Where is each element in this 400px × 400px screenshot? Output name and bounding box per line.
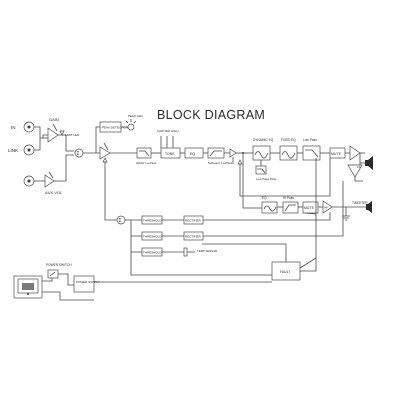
- mute-hf-label: MUTE: [304, 206, 315, 210]
- power-supply-block: [73, 275, 95, 293]
- temp-sensor-label: TEMP SENSOR: [197, 249, 217, 253]
- dynamic-eq-label: DYNAMIC EQ: [253, 138, 274, 142]
- lowpass-20khz-block: [136, 147, 152, 159]
- fixed-eq-block: [279, 145, 298, 161]
- aux-vol-label: AUX VOL: [45, 190, 63, 195]
- low-pass-filter-block: [255, 165, 267, 175]
- woofer-speaker-icon: [365, 156, 373, 170]
- subsonic-block: [207, 147, 225, 159]
- tweeter-speaker-icon: [366, 201, 372, 213]
- subsonic-label: Subsonic Lo-Pass: [208, 161, 233, 165]
- diagram-title: BLOCK DIAGRAM: [157, 108, 265, 122]
- lowpass-20khz-label: 20kHz Lo-Pass: [136, 161, 157, 165]
- power-supply-label: POWER SUPPLY: [76, 280, 100, 284]
- fault-label: FAULT: [280, 270, 291, 274]
- eq2-label: EQ: [262, 196, 267, 200]
- low-pass-block: [302, 145, 321, 161]
- hi-pass-block: [282, 201, 299, 214]
- lf-amp-2-icon: [347, 164, 363, 178]
- svg-text:Σ: Σ: [77, 151, 80, 157]
- limit-led-label: LIMIT LED: [65, 133, 80, 137]
- hf-amp-icon: [322, 200, 333, 214]
- hf-label: HF: [324, 206, 328, 210]
- temp-sensor-block: [183, 247, 188, 257]
- aux-jack-icon: [23, 175, 35, 187]
- feedback-arrow-icon: [237, 159, 243, 165]
- low-pass-label: Low Pass: [303, 138, 317, 142]
- peak-detection-label: PEAK DETECTION: [102, 126, 128, 130]
- power-switch-icon: [47, 269, 59, 279]
- low-mid-high-label: LOW MID HIGH: [157, 129, 179, 133]
- low-pass-filter-label: Low Pass Filter: [256, 177, 277, 181]
- peak-led-icon: [125, 119, 137, 131]
- mid-amp-icon: [229, 148, 237, 158]
- power-switch-label: POWER SWITCH: [46, 263, 72, 267]
- mute-hf-block: [302, 201, 319, 214]
- dynamic-eq-block: [252, 145, 271, 161]
- svg-text:Σ: Σ: [119, 218, 122, 224]
- peak-led-label: PEAK LED: [128, 114, 144, 118]
- in-label: IN: [11, 125, 16, 130]
- summing-node-icon: Σ: [74, 148, 84, 158]
- tone-label: TONE: [165, 152, 175, 156]
- limit-led-icon: [59, 130, 65, 136]
- rectifier-1-label: RECTIFIER: [185, 219, 202, 223]
- fixed-eq-label: FIXED EQ: [281, 138, 296, 142]
- limiter-arrow-icon: [102, 157, 108, 163]
- threshold-3-label: THRESHOLD: [143, 251, 162, 255]
- tweeter-label: TWEETER: [352, 201, 368, 205]
- lf-label: LF: [357, 165, 361, 169]
- mute-lf-label: MUTE: [331, 152, 342, 156]
- limiter-sum-node-icon: Σ: [116, 215, 126, 225]
- lf-amp-icon: [349, 145, 361, 161]
- threshold-1-label: THRESHOLD: [143, 219, 162, 223]
- link-jack-icon: [23, 144, 35, 156]
- hi-pass-label: Hi Pass: [283, 196, 294, 200]
- gain-label: GAIN: [49, 117, 59, 122]
- in-jack-icon: [23, 121, 35, 133]
- threshold-2-label: THRESHOLD: [143, 235, 162, 239]
- rectifier-2-label: RECTIFIER: [185, 235, 202, 239]
- power-inlet-icon: [13, 275, 43, 299]
- link-label: LINK: [8, 148, 18, 153]
- main-amp-icon: [99, 146, 111, 160]
- eq-label: EQ: [190, 152, 195, 156]
